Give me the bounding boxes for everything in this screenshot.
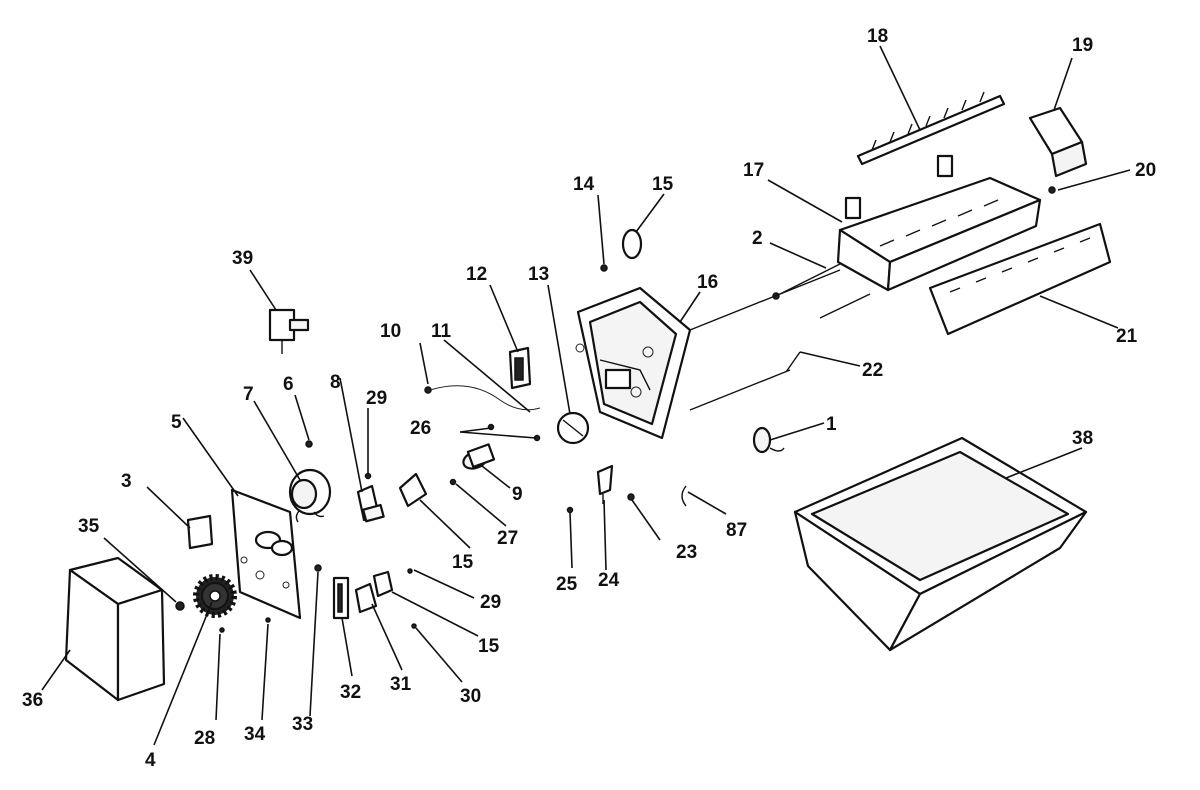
- callout-1: 1: [826, 414, 837, 435]
- callout-30: 30: [460, 686, 481, 707]
- part-12-clip: [508, 346, 532, 390]
- callout-12: 12: [466, 264, 487, 285]
- callout-32: 32: [340, 682, 361, 703]
- callout-27: 27: [497, 528, 518, 549]
- callout-35: 35: [78, 516, 100, 537]
- part-16-housing: [575, 286, 692, 440]
- part-39-valve: [268, 308, 310, 354]
- part-3-insulator: [186, 514, 214, 550]
- callout-26: 26: [410, 418, 431, 439]
- part-34-screw: [265, 617, 271, 623]
- callout-28: 28: [194, 728, 215, 749]
- callout-38: 38: [1072, 428, 1093, 449]
- callout-8: 8: [330, 372, 341, 393]
- part-22-wire: [689, 269, 841, 411]
- callout-23: 23: [676, 542, 697, 563]
- callout-9: 9: [512, 484, 523, 505]
- callout-36: 36: [22, 690, 43, 711]
- part-21-stripper: [928, 222, 1112, 336]
- part-28-screw: [219, 627, 225, 633]
- part-19-cover: [1028, 106, 1088, 178]
- callout-2: 2: [752, 228, 763, 249]
- callout-7: 7: [243, 384, 254, 405]
- callout-15-top: 15: [652, 174, 674, 195]
- part-29-pin-lower: [407, 568, 413, 574]
- part-23-screw: [627, 493, 635, 501]
- part-8-switch: [356, 484, 385, 523]
- callout-33: 33: [292, 714, 313, 735]
- callout-11: 11: [431, 321, 452, 342]
- part-1-fitting: [752, 426, 785, 454]
- callout-4: 4: [145, 750, 156, 771]
- callout-22: 22: [862, 360, 883, 381]
- part-17-mold: [836, 154, 1042, 292]
- part-29-pin-upper: [364, 472, 372, 480]
- callout-21: 21: [1116, 326, 1138, 347]
- part-13-cam: [556, 411, 590, 445]
- callout-25: 25: [556, 574, 578, 595]
- callout-13: 13: [528, 264, 549, 285]
- part-7-motor: [288, 468, 332, 523]
- part-4-gear: [193, 574, 237, 618]
- part-24-lever: [596, 464, 614, 504]
- callout-3: 3: [121, 471, 132, 492]
- leader-lines: [41, 45, 1131, 746]
- part-25-screw: [566, 506, 574, 514]
- part-37-spring: [681, 485, 687, 507]
- part-30-screw: [411, 623, 417, 629]
- part-36-front-cover: [64, 556, 166, 702]
- callout-19: 19: [1072, 35, 1093, 56]
- callout-20: 20: [1135, 160, 1156, 181]
- part-33-screw: [314, 564, 322, 572]
- part-9-thermostat: [462, 443, 496, 470]
- callout-6: 6: [283, 374, 294, 395]
- part-6-screw: [305, 440, 313, 448]
- part-15-cam-top: [621, 228, 643, 260]
- callout-29-upper: 29: [366, 388, 387, 409]
- callout-15-middle: 15: [452, 552, 474, 573]
- callout-16: 16: [697, 272, 718, 293]
- callout-39: 39: [232, 248, 253, 269]
- part-27-screw: [449, 478, 457, 486]
- part-18-ejector: [856, 91, 1006, 166]
- callout-10: 10: [380, 321, 401, 342]
- callout-31: 31: [390, 674, 412, 695]
- part-31-cam: [354, 582, 378, 614]
- callout-5: 5: [171, 412, 182, 433]
- callout-17: 17: [743, 160, 764, 181]
- part-15-cam-lower: [372, 570, 394, 598]
- part-38-bucket: [793, 436, 1088, 652]
- part-5-mounting-plate: [230, 488, 302, 620]
- callout-24: 24: [598, 570, 620, 591]
- callout-labels: 1 2 3 4 5 6 7 8 9 10 11 12 13 14 15 15 1…: [22, 26, 1156, 771]
- part-14-screw: [600, 264, 608, 272]
- callout-14: 14: [573, 174, 595, 195]
- part-20-screw: [1048, 186, 1056, 194]
- part-32-bracket: [332, 576, 350, 620]
- callout-34: 34: [244, 724, 266, 745]
- callout-37: 87: [726, 520, 747, 541]
- callout-29-lower: 29: [480, 592, 501, 613]
- callout-18: 18: [867, 26, 888, 47]
- part-15-cam-middle: [398, 472, 428, 508]
- part-35-screw: [175, 601, 185, 611]
- callout-15-lower: 15: [478, 636, 500, 657]
